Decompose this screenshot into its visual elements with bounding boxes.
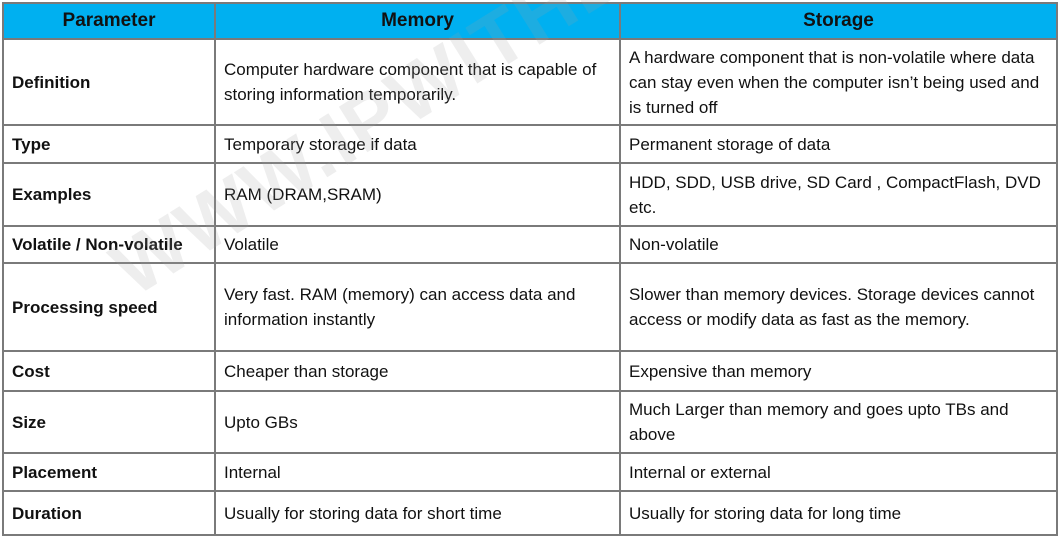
param-cell: Cost (2, 350, 216, 392)
header-storage: Storage (619, 2, 1058, 40)
storage-cell: Expensive than memory (619, 350, 1058, 392)
storage-cell: Much Larger than memory and goes upto TB… (619, 390, 1058, 454)
memory-cell: Cheaper than storage (214, 350, 621, 392)
memory-cell: Very fast. RAM (memory) can access data … (214, 262, 621, 352)
memory-cell: Computer hardware component that is capa… (214, 38, 621, 126)
header-parameter: Parameter (2, 2, 216, 40)
memory-cell: Temporary storage if data (214, 124, 621, 164)
header-row: Parameter Memory Storage (2, 2, 1058, 40)
storage-cell: Slower than memory devices. Storage devi… (619, 262, 1058, 352)
storage-cell: Permanent storage of data (619, 124, 1058, 164)
param-cell: Volatile / Non-volatile (2, 225, 216, 264)
storage-cell: A hardware component that is non-volatil… (619, 38, 1058, 126)
param-cell: Duration (2, 490, 216, 536)
memory-cell: Internal (214, 452, 621, 492)
param-cell: Examples (2, 162, 216, 227)
storage-cell: HDD, SDD, USB drive, SD Card , CompactFl… (619, 162, 1058, 227)
memory-cell: RAM (DRAM,SRAM) (214, 162, 621, 227)
storage-cell: Usually for storing data for long time (619, 490, 1058, 536)
param-cell: Type (2, 124, 216, 164)
param-cell: Size (2, 390, 216, 454)
param-cell: Processing speed (2, 262, 216, 352)
param-cell: Definition (2, 38, 216, 126)
memory-cell: Usually for storing data for short time (214, 490, 621, 536)
memory-cell: Upto GBs (214, 390, 621, 454)
header-memory: Memory (214, 2, 621, 40)
storage-cell: Internal or external (619, 452, 1058, 492)
storage-cell: Non-volatile (619, 225, 1058, 264)
memory-cell: Volatile (214, 225, 621, 264)
param-cell: Placement (2, 452, 216, 492)
